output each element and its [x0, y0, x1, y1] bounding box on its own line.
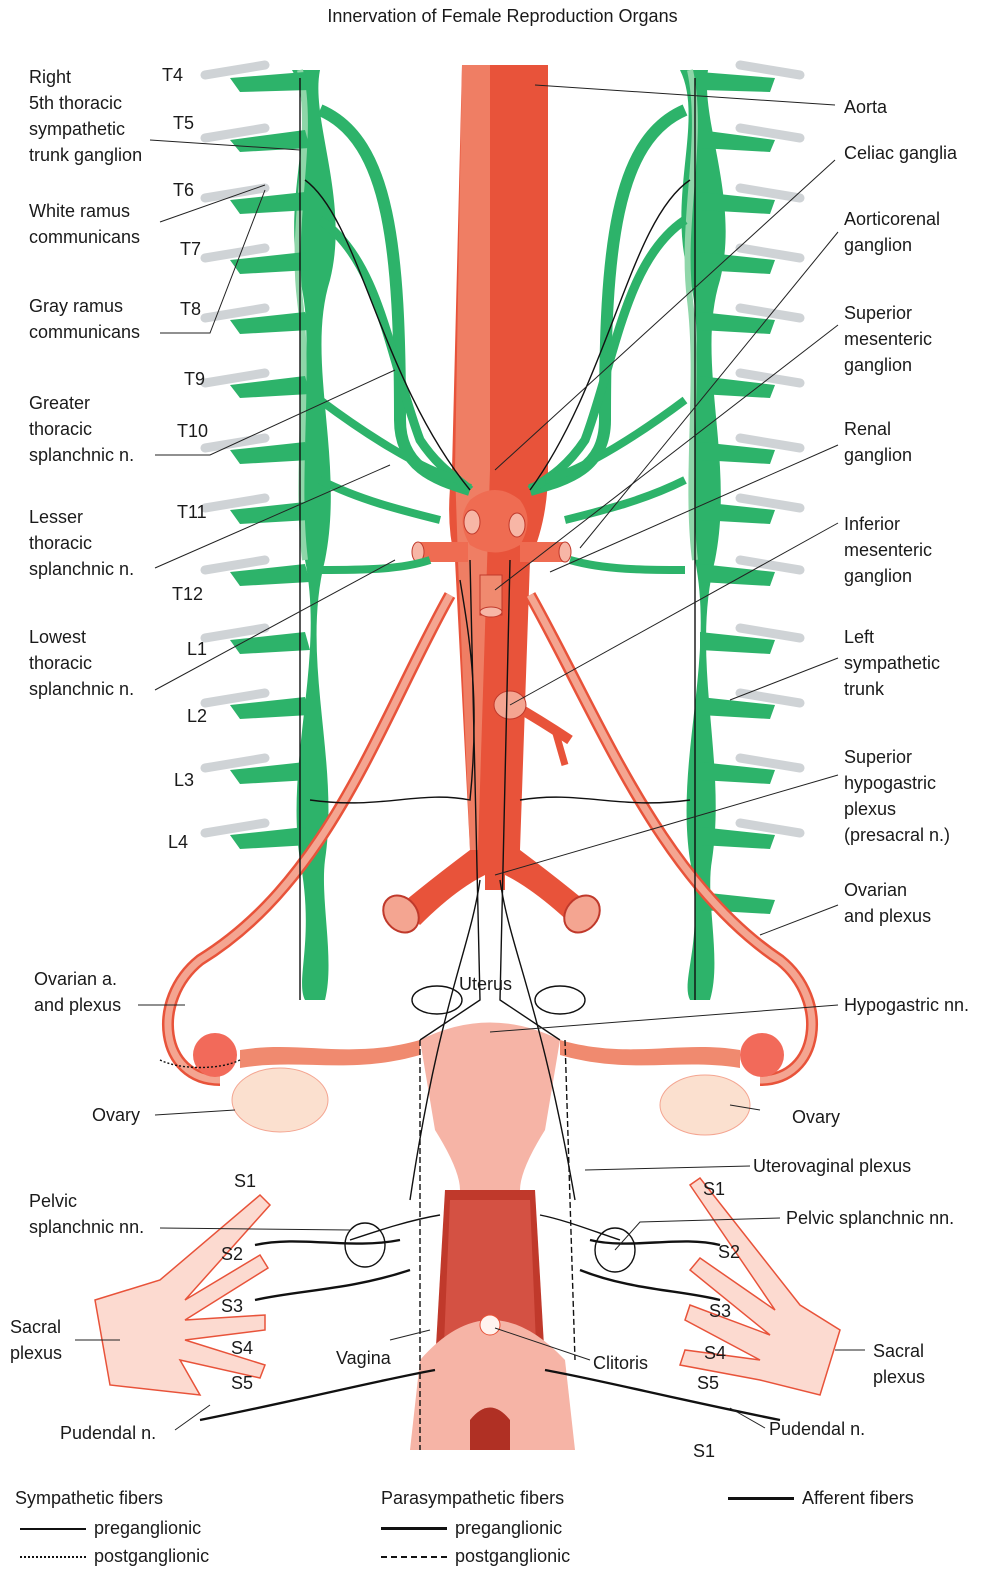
sacral-label: S1 — [693, 1438, 715, 1464]
label-pudendal-right: Pudendal n. — [769, 1416, 865, 1442]
legend-solid-line — [20, 1528, 86, 1530]
label-pelvic-splanchnic-right: Pelvic splanchnic nn. — [786, 1205, 954, 1231]
legend-parasympathetic: Parasympathetic fibers — [381, 1488, 564, 1509]
segment-label: T5 — [173, 110, 194, 136]
label-celiac-ganglia: Celiac ganglia — [844, 140, 957, 166]
legend-para-post: postganglionic — [381, 1546, 570, 1567]
label-lowest-splanchnic: Lowest thoracic splanchnic n. — [29, 624, 134, 702]
sacral-label: S2 — [221, 1241, 243, 1267]
label-left-sympathetic-trunk: Left sympathetic trunk — [844, 624, 940, 702]
segment-label: T4 — [162, 62, 183, 88]
sacral-label: S2 — [718, 1239, 740, 1265]
segment-label: T10 — [177, 418, 208, 444]
segment-label: T11 — [177, 499, 207, 525]
label-ovarian-plexus: Ovarian and plexus — [844, 877, 931, 929]
label-superior-hypogastric: Superior hypogastric plexus (presacral n… — [844, 744, 950, 848]
segment-label: L4 — [168, 829, 188, 855]
legend-sym-pre-text: preganglionic — [94, 1518, 201, 1539]
diagram-title: Innervation of Female Reproduction Organ… — [0, 6, 1005, 27]
label-ovary-left: Ovary — [92, 1102, 140, 1128]
legend-afferent: Afferent fibers — [728, 1488, 914, 1509]
label-white-ramus: White ramus communicans — [29, 198, 140, 250]
label-lesser-splanchnic: Lesser thoracic splanchnic n. — [29, 504, 134, 582]
aorta — [376, 65, 607, 940]
sacral-label: S3 — [709, 1298, 731, 1324]
label-sacral-plexus-left: Sacral plexus — [10, 1314, 62, 1366]
label-clitoris: Clitoris — [593, 1350, 648, 1376]
legend-afferent-line — [728, 1497, 794, 1500]
segment-label: T12 — [172, 581, 203, 607]
label-right-trunk-ganglion: Right 5th thoracic sympathetic trunk gan… — [29, 64, 142, 168]
label-pelvic-splanchnic-left: Pelvic splanchnic nn. — [29, 1188, 144, 1240]
label-ovarian-artery: Ovarian a. and plexus — [34, 966, 121, 1018]
label-hypogastric: Hypogastric nn. — [844, 992, 969, 1018]
sacral-label: S1 — [703, 1176, 725, 1202]
right-sympathetic-trunk — [230, 70, 470, 1000]
label-ovary-right: Ovary — [792, 1104, 840, 1130]
uterus-and-adnexa — [193, 1023, 784, 1451]
segment-label: T6 — [173, 177, 194, 203]
segment-label: T9 — [184, 366, 205, 392]
sacral-label: S3 — [221, 1293, 243, 1319]
sacral-label: S5 — [697, 1370, 719, 1396]
label-pudendal-left: Pudendal n. — [60, 1420, 156, 1446]
label-aorta: Aorta — [844, 94, 887, 120]
label-sacral-plexus-right: Sacral plexus — [873, 1338, 925, 1390]
segment-label: L2 — [187, 703, 207, 729]
sacral-label: S4 — [231, 1335, 253, 1361]
legend-para-pre: preganglionic — [381, 1518, 562, 1539]
sacral-label: S4 — [704, 1340, 726, 1366]
segment-label: T7 — [180, 236, 201, 262]
segment-label: L1 — [187, 636, 207, 662]
legend-sym-pre: preganglionic — [20, 1518, 201, 1539]
label-uterovaginal: Uterovaginal plexus — [753, 1153, 911, 1179]
segment-label: T8 — [180, 296, 201, 322]
legend-afferent-text: Afferent fibers — [802, 1488, 914, 1509]
sacral-label: S5 — [231, 1370, 253, 1396]
legend-sympathetic: Sympathetic fibers — [15, 1488, 163, 1509]
legend-dotted-line — [20, 1556, 86, 1558]
label-renal-ganglion: Renal ganglion — [844, 416, 912, 468]
label-greater-splanchnic: Greater thoracic splanchnic n. — [29, 390, 134, 468]
legend-dashed-line — [381, 1556, 447, 1558]
legend-sym-post-text: postganglionic — [94, 1546, 209, 1567]
label-aorticorenal: Aorticorenal ganglion — [844, 206, 940, 258]
legend-para-pre-text: preganglionic — [455, 1518, 562, 1539]
label-superior-mesenteric: Superior mesenteric ganglion — [844, 300, 932, 378]
legend-bold-line — [381, 1527, 447, 1530]
label-inferior-mesenteric: Inferior mesenteric ganglion — [844, 511, 932, 589]
label-gray-ramus: Gray ramus communicans — [29, 293, 140, 345]
label-uterus: Uterus — [459, 971, 512, 997]
label-vagina: Vagina — [336, 1345, 391, 1371]
segment-label: L3 — [174, 767, 194, 793]
legend-sym-post: postganglionic — [20, 1546, 209, 1567]
legend-para-post-text: postganglionic — [455, 1546, 570, 1567]
sacral-label: S1 — [234, 1168, 256, 1194]
